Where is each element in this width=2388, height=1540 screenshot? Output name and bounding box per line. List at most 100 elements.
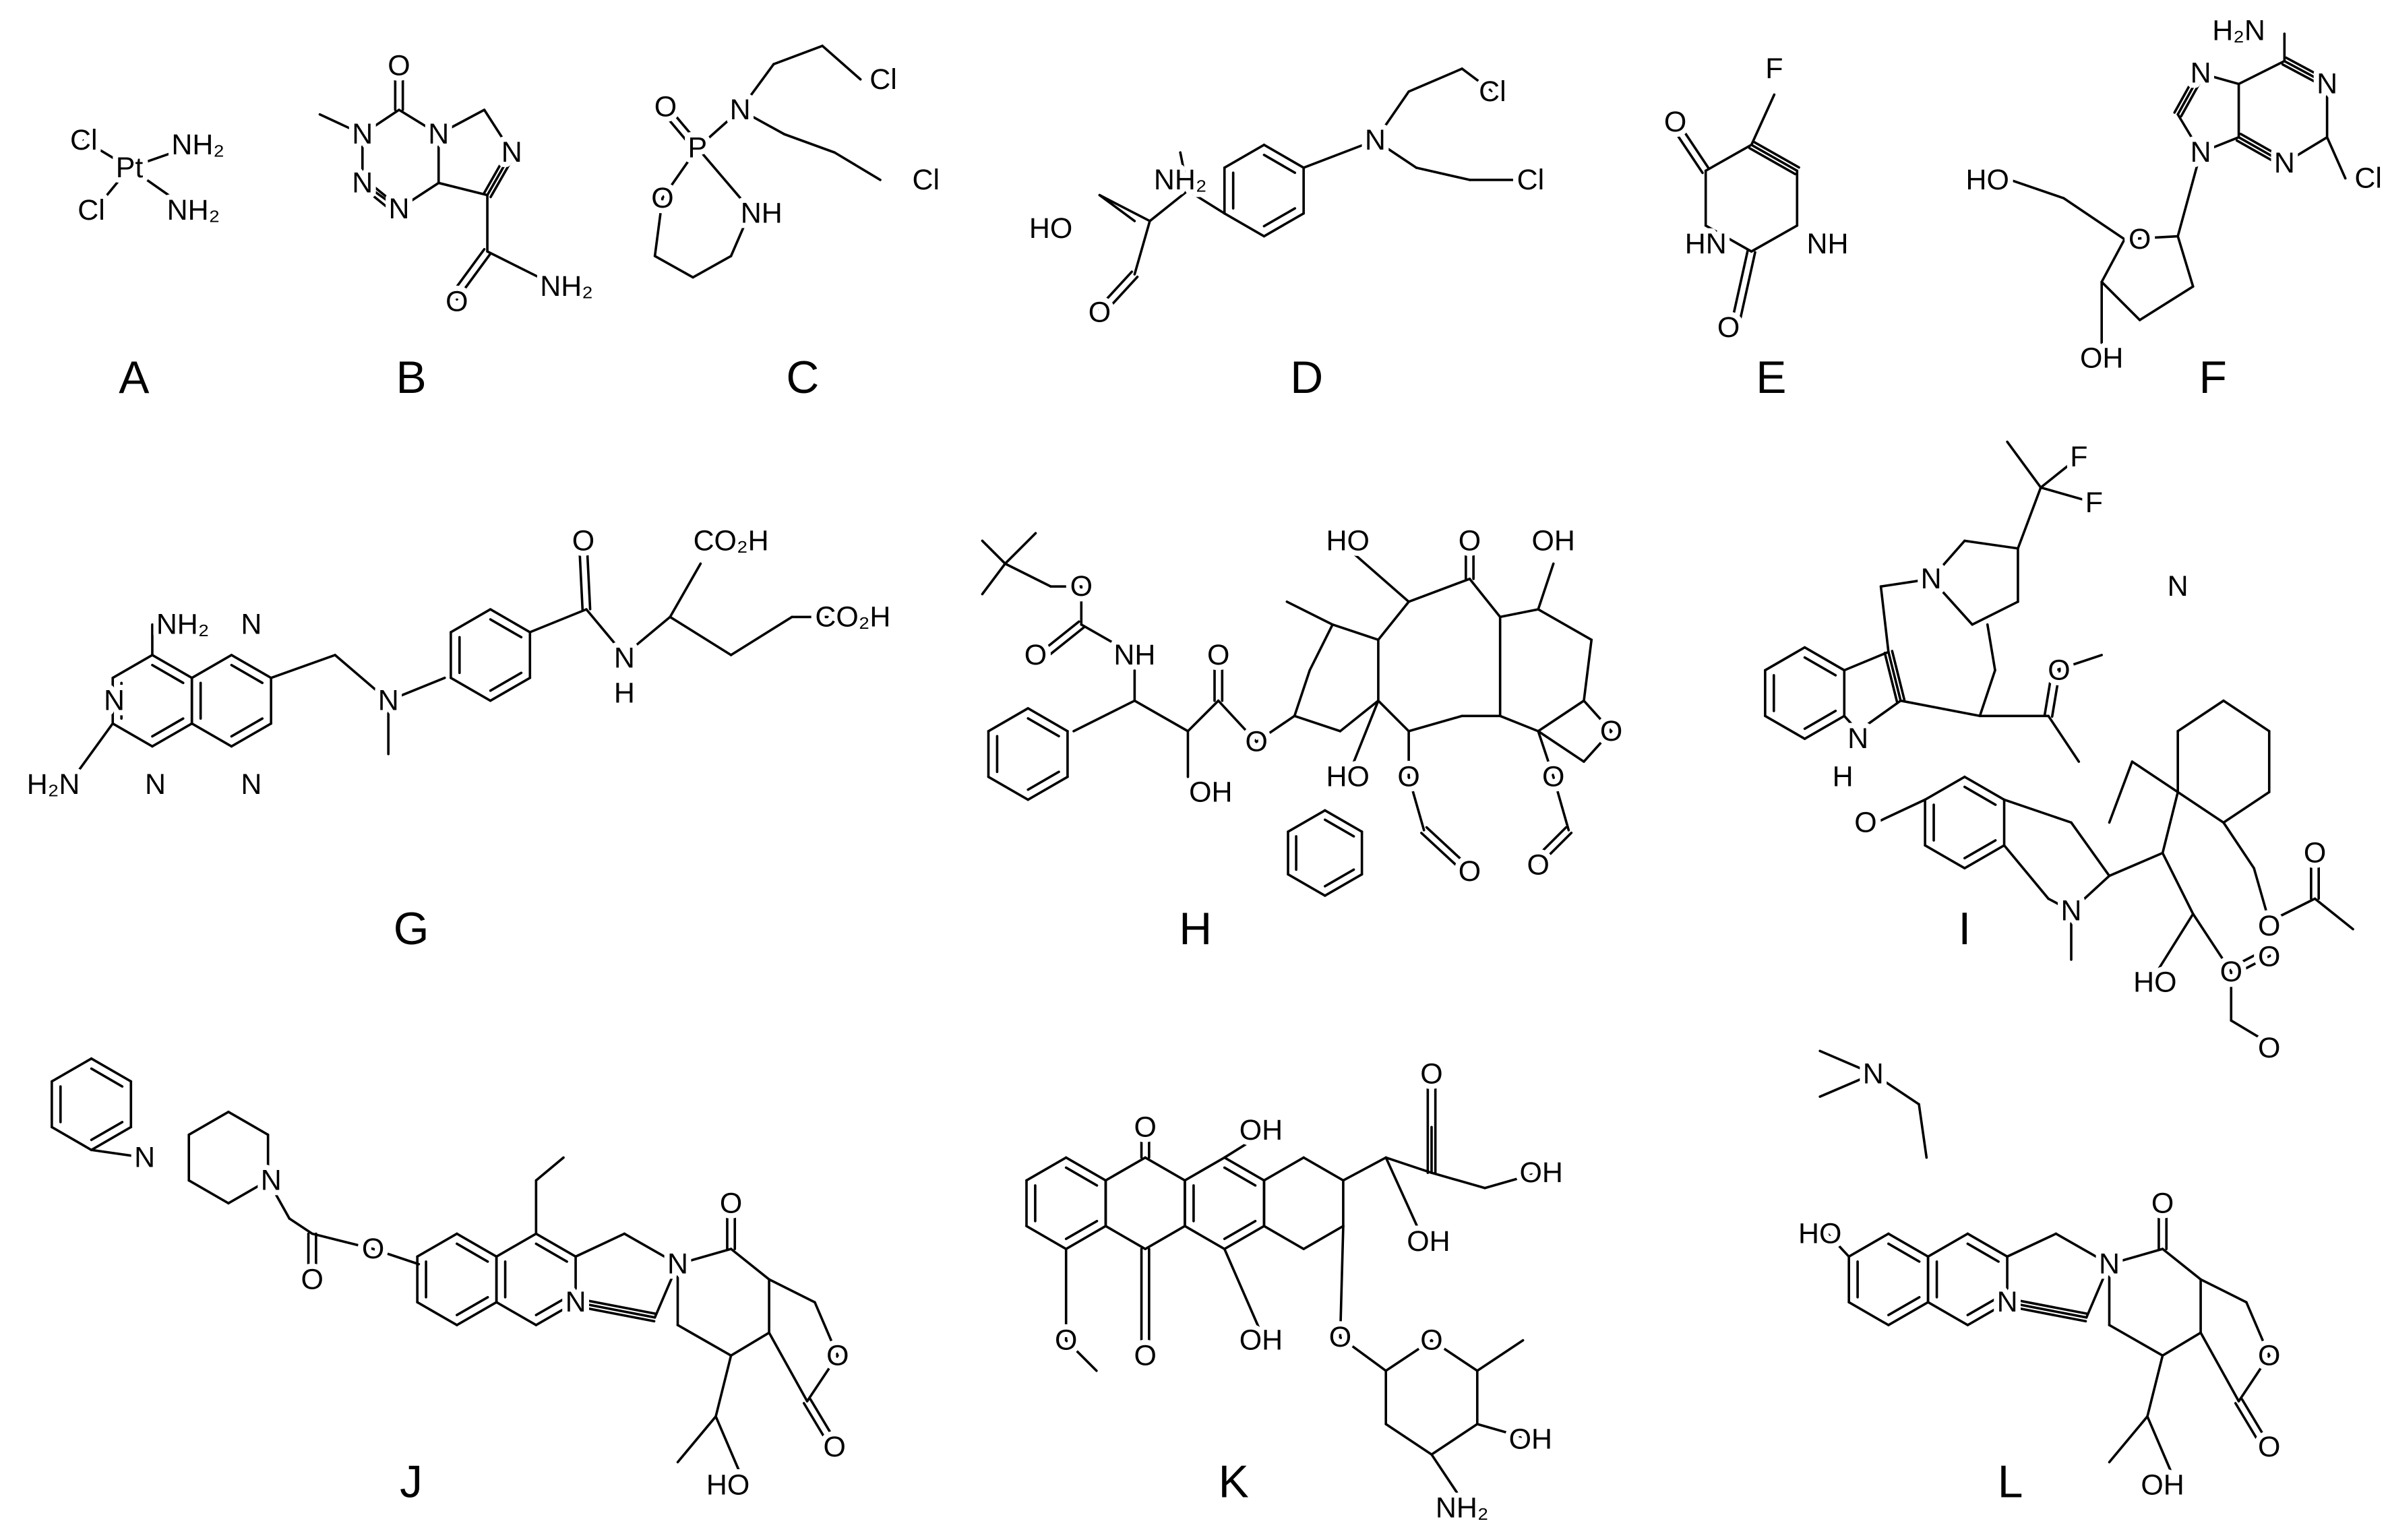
atom-label: HO — [1798, 1218, 1841, 1250]
bond — [1978, 669, 1996, 718]
atom-label: O — [654, 90, 677, 123]
bond — [230, 722, 272, 748]
bond — [2283, 59, 2329, 86]
atom-label: N — [2061, 895, 2082, 927]
bond — [1064, 1338, 1098, 1372]
bond — [1887, 650, 1902, 702]
atom-label: OH — [1509, 1423, 1552, 1456]
bond — [1856, 699, 1902, 733]
bond — [495, 1232, 538, 1258]
bond — [1293, 714, 1342, 733]
atom-label: F — [1765, 53, 1783, 85]
bond — [1346, 699, 1380, 778]
bond — [2176, 235, 2195, 288]
bond — [2085, 1262, 2111, 1319]
bond — [456, 1232, 498, 1258]
bond — [151, 717, 185, 738]
atom-label: F — [2070, 441, 2087, 473]
bond — [1874, 798, 1926, 824]
atom-label: N — [1365, 124, 1386, 156]
atom-label: NH₂ — [156, 609, 210, 641]
bond — [1133, 220, 1151, 276]
bond — [1223, 1219, 1257, 1241]
bond — [2108, 1324, 2164, 1357]
bond — [483, 149, 510, 195]
atom-label: N — [145, 768, 166, 801]
bond — [1583, 699, 1613, 733]
bond — [2199, 135, 2240, 154]
bond — [534, 1295, 568, 1317]
bond — [1262, 212, 1305, 238]
bond — [1223, 1166, 1257, 1187]
bond — [1918, 1103, 1928, 1159]
bond — [51, 1057, 93, 1083]
bond — [1963, 785, 1997, 806]
atom-label: O — [2258, 1339, 2280, 1372]
atom-label: Cl — [2354, 162, 2382, 195]
atom-label: O — [1664, 106, 1686, 138]
bond — [729, 209, 752, 257]
bond — [1339, 699, 1380, 733]
atom-label: HO — [2133, 966, 2176, 999]
atom-label: O — [572, 524, 594, 557]
bond — [1407, 578, 1471, 603]
bond — [90, 1121, 124, 1142]
bond — [1539, 831, 1573, 865]
bond — [1262, 154, 1297, 175]
bond — [2017, 486, 2042, 550]
bond — [2146, 1354, 2164, 1418]
bond — [585, 608, 626, 656]
bond — [1133, 699, 1190, 733]
bond — [1339, 1225, 1345, 1338]
panel-label-h: H — [1179, 904, 1212, 954]
bond — [821, 44, 862, 81]
bond — [1803, 656, 1837, 677]
bond — [2108, 1415, 2149, 1464]
bond — [1302, 1225, 1345, 1250]
bond — [1899, 699, 1982, 718]
bond — [1262, 1225, 1305, 1250]
bond — [528, 608, 588, 634]
bond — [574, 1301, 656, 1319]
bond — [1704, 224, 1753, 253]
bond — [1677, 121, 1711, 171]
atom-label: O — [826, 1339, 849, 1372]
atom-label: Cl — [1479, 75, 1506, 108]
bond — [667, 106, 702, 147]
bond — [1750, 224, 1799, 253]
bond — [1430, 1453, 1463, 1502]
bond — [1064, 1219, 1099, 1241]
bond — [2228, 947, 2269, 970]
atom-label: N — [1847, 722, 1868, 755]
bond — [1752, 140, 1800, 169]
atom-label: O — [2048, 654, 2070, 686]
bond — [437, 109, 486, 135]
bond — [1324, 873, 1364, 897]
bond — [1342, 1156, 1388, 1182]
bond — [416, 1232, 458, 1258]
atom-label: O — [1134, 1111, 1156, 1143]
bond — [2043, 668, 2054, 717]
atom-label: N — [2099, 1248, 2120, 1281]
bond — [1498, 714, 1539, 733]
atom-label: OH — [1532, 524, 1575, 557]
bond — [1407, 714, 1463, 733]
bond — [1025, 1156, 1068, 1182]
bond — [67, 722, 115, 786]
bond — [1302, 139, 1377, 169]
bond — [1930, 539, 1966, 580]
bond — [2070, 821, 2111, 877]
bond — [2176, 71, 2202, 116]
atom-label: O — [1245, 726, 1267, 758]
atom-label: N — [2168, 570, 2188, 603]
bond — [1144, 1225, 1186, 1250]
atom-label: OH — [1519, 1157, 1562, 1189]
bond — [2267, 897, 2317, 923]
atom-label: O — [1459, 524, 1481, 557]
bond — [1384, 1156, 1433, 1174]
atom-label: H₂N — [2212, 14, 2265, 47]
bond — [1764, 646, 1806, 672]
bond — [1104, 1225, 1147, 1250]
bond — [1374, 139, 1418, 169]
